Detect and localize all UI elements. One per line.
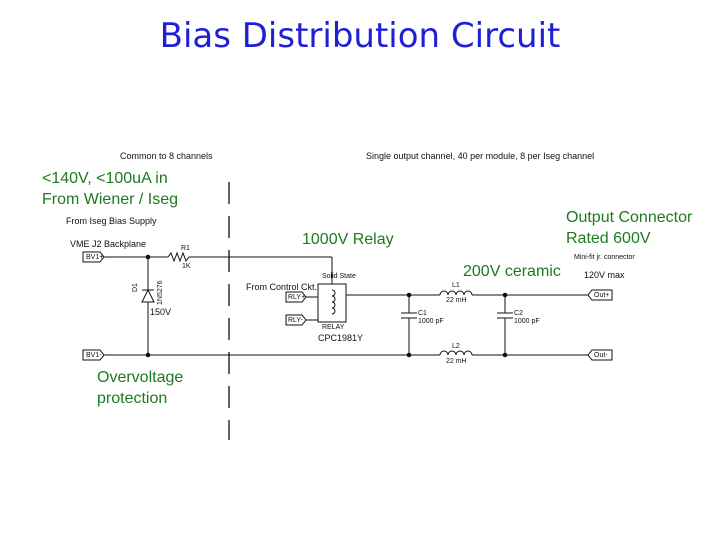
port-rly-plus-label: RLY+	[288, 294, 306, 301]
port-out-minus-shape	[587, 349, 613, 361]
header-single: Single output channel, 40 per module, 8 …	[366, 151, 595, 161]
junction-dot	[145, 254, 151, 260]
l2-name: L2	[452, 343, 460, 350]
junction-dot	[502, 352, 508, 358]
relay-coil	[331, 289, 336, 315]
diode-triangle	[141, 288, 155, 303]
junction-dot	[502, 292, 508, 298]
relay-part: CPC1981Y	[318, 333, 364, 343]
c2-name: C2	[514, 310, 523, 317]
max-voltage-label: 120V max	[584, 270, 625, 280]
relay-label: RELAY	[322, 324, 345, 331]
c1-name: C1	[418, 310, 427, 317]
note-voltage-in: <140V, <100uA in From Wiener / Iseg	[42, 170, 179, 208]
port-out-plus-shape	[587, 289, 613, 301]
slide-title: Bias Distribution Circuit	[159, 16, 561, 56]
l2-value: 22 mH	[446, 358, 467, 365]
header-common: Common to 8 channels	[120, 151, 213, 161]
port-bv1-plus-label: BV1+	[86, 254, 104, 261]
d1-name: D1	[132, 283, 139, 292]
l1-value: 22 mH	[446, 297, 467, 304]
port-out-minus-label: Out-	[594, 352, 608, 359]
port-rly-minus-label: RLY-	[288, 317, 303, 324]
d1-part: 1N5276	[157, 280, 164, 305]
port-bv1-plus-shape	[82, 251, 105, 263]
junction-dot	[145, 352, 151, 358]
inductor-l1	[439, 290, 473, 296]
junction-dot	[406, 352, 412, 358]
resistor-r1	[167, 251, 190, 263]
note-output-connector: Output Connector Rated 600V	[566, 209, 693, 247]
backplane-label: VME J2 Backplane	[70, 239, 147, 249]
note-ceramic: 200V ceramic	[463, 263, 561, 280]
c1-value: 1000 pF	[418, 318, 444, 325]
r1-value: 1K	[182, 263, 191, 270]
port-bv1-minus-shape	[82, 349, 105, 361]
d1-voltage: 150V	[150, 307, 172, 317]
port-rly-plus-shape	[285, 291, 307, 303]
note-relay: 1000V Relay	[302, 231, 394, 248]
control-label: From Control Ckt.	[246, 282, 318, 292]
inductor-l2	[439, 350, 473, 356]
port-rly-minus-shape	[285, 314, 307, 326]
solid-state-label: Solid State	[322, 273, 356, 280]
c2-value: 1000 pF	[514, 318, 540, 325]
junction-dot	[406, 292, 412, 298]
r1-name: R1	[181, 245, 190, 252]
minifit-label: Mini-fit jr. connector	[574, 254, 635, 261]
relay-box	[317, 283, 347, 323]
port-out-plus-label: Out+	[594, 292, 610, 299]
l1-name: L1	[452, 282, 460, 289]
port-bv1-minus-label: BV1-	[86, 352, 102, 359]
note-overvoltage: Overvoltage protection	[97, 369, 184, 407]
iseg-supply-label: From Iseg Bias Supply	[66, 216, 157, 226]
